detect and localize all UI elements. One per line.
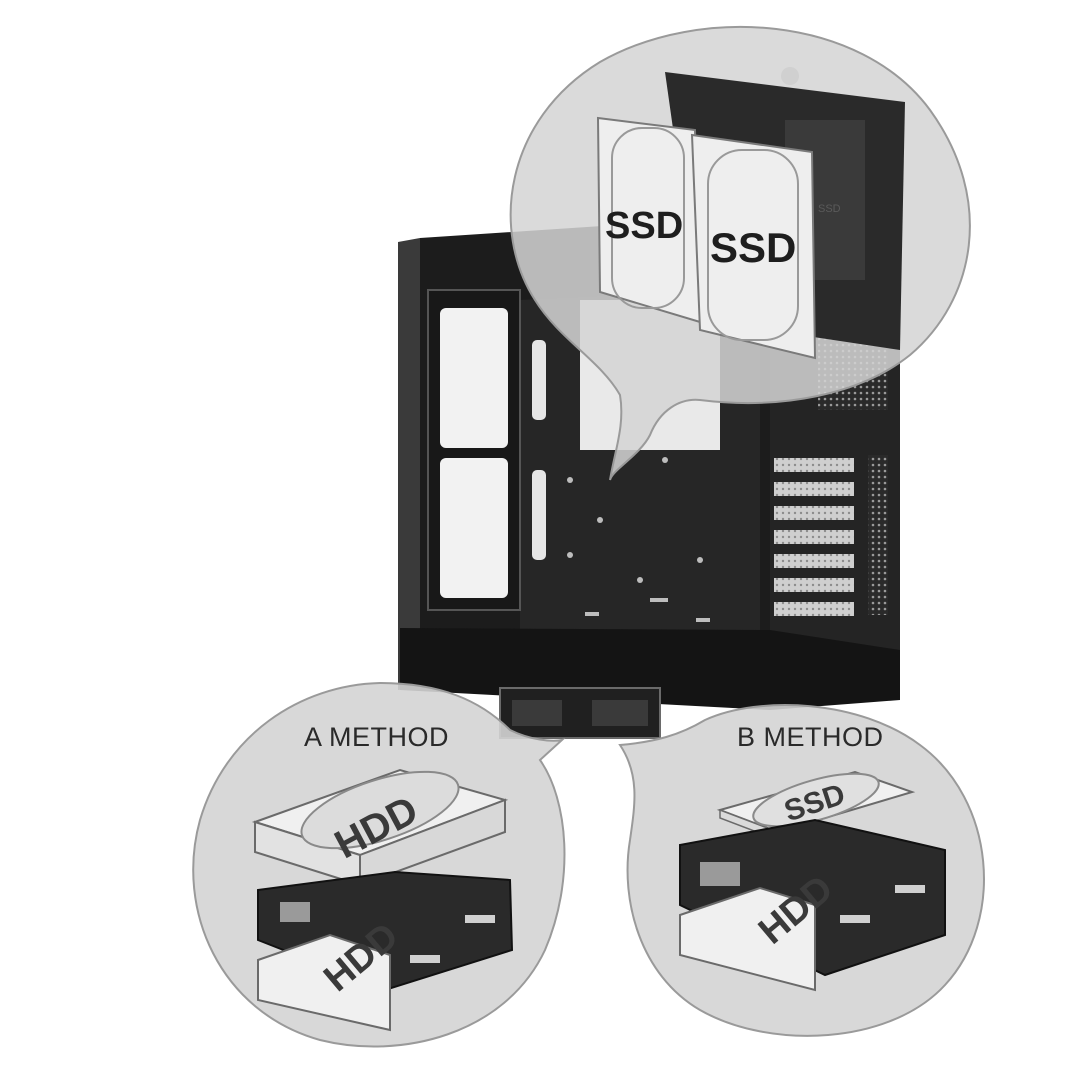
callout-b-method: B METHOD SSD HDD — [618, 704, 985, 1037]
fan-slot-bottom — [440, 458, 508, 598]
expansion-slots — [774, 458, 854, 616]
method-b-title: B METHOD — [737, 722, 884, 752]
method-a-title: A METHOD — [304, 722, 449, 752]
callout-a-method: A METHOD HDD HDD — [192, 681, 566, 1048]
standoff-holes — [567, 457, 710, 622]
drive-cage-slot — [592, 700, 648, 726]
callout-ssd-bracket: SSD SSD SSD — [509, 25, 971, 481]
ssd-drive-left: SSD — [596, 116, 702, 324]
ssd-left-label: SSD — [605, 205, 683, 247]
bracket-hook-hole — [781, 67, 799, 85]
cable-cutout-2 — [532, 470, 546, 560]
case-front-panel — [398, 238, 420, 690]
ssd-right-label: SSD — [710, 224, 796, 271]
fan-slot-top — [440, 308, 508, 448]
bracket-ssd-text: SSD — [818, 203, 841, 215]
side-vent-mesh — [868, 455, 888, 615]
drive-cage-slot — [512, 700, 562, 726]
hdd-drive-top: HDD — [251, 768, 509, 887]
cable-cutout-1 — [532, 340, 546, 420]
ssd-drive-right: SSD — [690, 133, 817, 360]
